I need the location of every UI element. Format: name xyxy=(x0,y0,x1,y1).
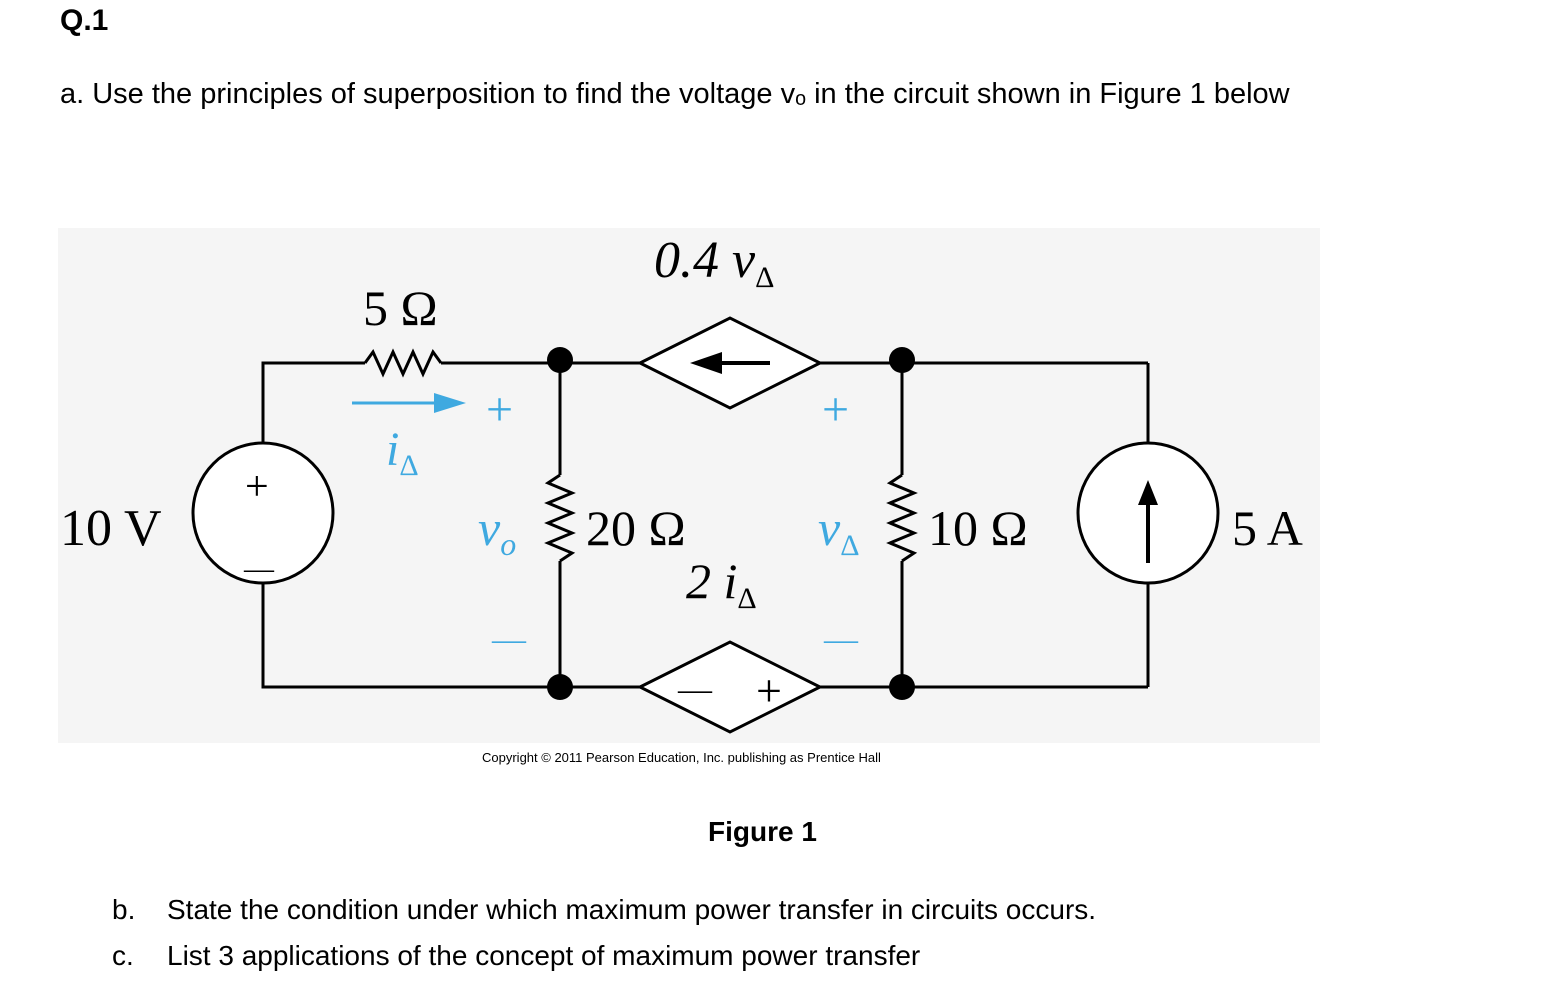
dep-current-label: 0.4 vΔ xyxy=(654,232,774,294)
r2-label: 20 Ω xyxy=(586,500,686,556)
plus-vdelta: + xyxy=(822,383,849,436)
question-c-text: List 3 applications of the concept of ma… xyxy=(167,940,921,971)
question-a-text: a. Use the principles of superposition t… xyxy=(60,78,1290,110)
arrow-left-icon xyxy=(690,352,770,374)
dep-v-minus: — xyxy=(677,671,713,708)
copyright-text: Copyright © 2011 Pearson Education, Inc.… xyxy=(482,750,881,765)
dep-v-plus: + xyxy=(756,665,782,716)
dep-voltage-label: 2 iΔ xyxy=(686,553,757,615)
vd-label: vΔ xyxy=(818,500,860,562)
current-arrow-icon xyxy=(352,393,466,413)
plus-vo: + xyxy=(486,383,513,436)
vs-plus: + xyxy=(245,464,269,510)
arrow-up-icon xyxy=(1138,480,1158,563)
question-b-text: State the condition under which maximum … xyxy=(167,894,1097,925)
i-source-label: 5 A xyxy=(1232,500,1303,556)
resistor-5-ohm xyxy=(363,348,443,378)
question-b-marker: b. xyxy=(112,894,136,925)
minus-vo: — xyxy=(491,621,527,658)
minus-vdelta: — xyxy=(823,621,859,658)
r1-label: 5 Ω xyxy=(363,280,438,336)
vs-minus: — xyxy=(243,552,275,585)
question-c-marker: c. xyxy=(112,940,134,971)
node-top-left xyxy=(547,347,573,373)
v-source-label: 10 V xyxy=(60,500,162,557)
resistor-10-ohm xyxy=(886,473,918,563)
ia-label: iΔ xyxy=(386,423,419,482)
figure-caption: Figure 1 xyxy=(708,816,817,847)
r3-label: 10 Ω xyxy=(928,500,1028,556)
voltage-source-10v xyxy=(191,441,335,585)
question-heading: Q.1 xyxy=(60,4,109,37)
dependent-voltage-source xyxy=(636,640,824,734)
vo-label: vo xyxy=(478,500,516,562)
wires xyxy=(261,348,1150,689)
resistor-20-ohm xyxy=(544,473,576,563)
node-bottom-left xyxy=(547,674,573,700)
node-bottom-right xyxy=(889,674,915,700)
node-top-right xyxy=(889,347,915,373)
